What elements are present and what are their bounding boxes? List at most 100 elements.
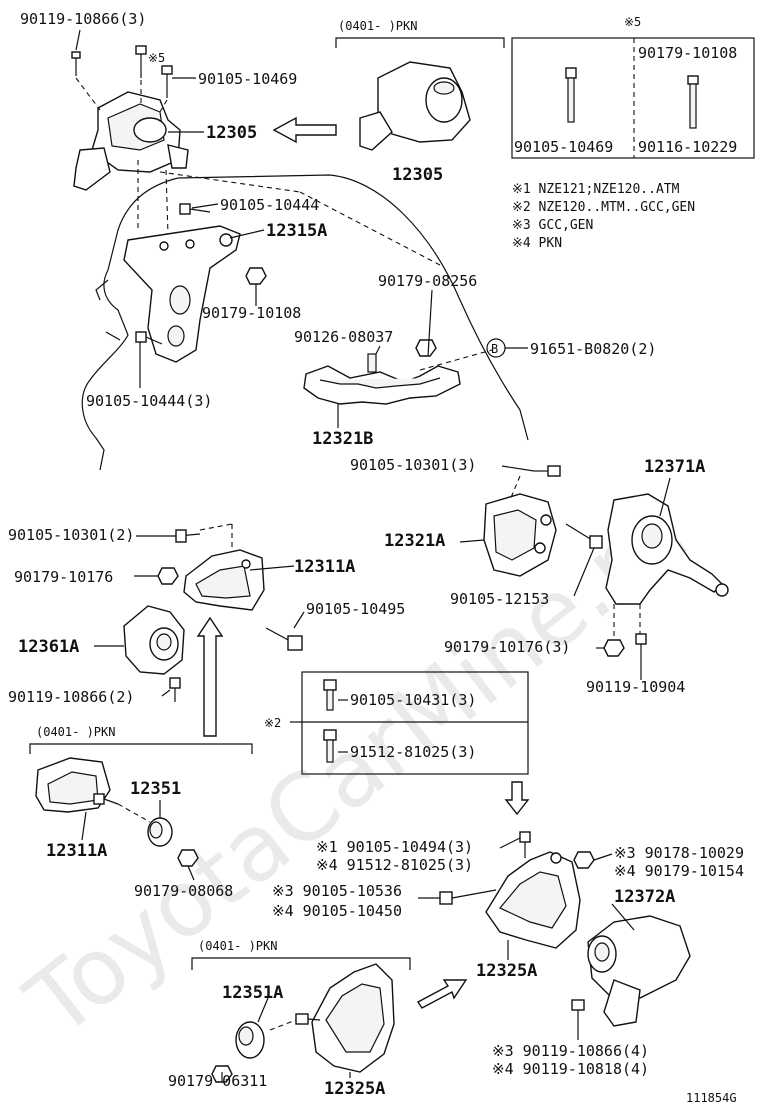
label-90119-10866-3: 90119-10866(3) [20, 10, 146, 28]
note5-box [511, 37, 755, 159]
label-90119-10818-4: ※4 90119-10818(4) [492, 1060, 649, 1078]
arrow-down-icon [504, 781, 530, 816]
pkn-bracket-1 [335, 37, 505, 48]
label-90105-10301-3: 90105-10301(3) [350, 456, 476, 474]
label-90105-10431-3: 90105-10431(3) [350, 691, 476, 709]
bolt-90105-10495-icon [265, 627, 303, 651]
arrow-left-icon [272, 116, 337, 144]
label-91512-81025-3a: 91512-81025(3) [350, 743, 476, 761]
label-91512-81025-3b: ※4 91512-81025(3) [316, 856, 473, 874]
arrow-diagonal-icon [416, 979, 468, 1009]
bolt-12311A-pkn-icon [93, 793, 119, 805]
label-90179-10108-a: 90179-10108 [638, 44, 737, 62]
bolt-90119-10904-icon [635, 633, 647, 662]
engine-block-outline-right [177, 174, 529, 441]
bolt-90119-10866-4-icon [571, 999, 585, 1028]
bolt-90105-10301-2-icon [175, 529, 201, 543]
stud-90126-08037-icon [367, 353, 377, 373]
bracket-12325A [485, 851, 581, 949]
label-90178-10029: ※3 90178-10029 [614, 844, 744, 862]
label-90105-10494-3: ※1 90105-10494(3) [316, 838, 473, 856]
label-pkn-range-1: (0401- )PKN [338, 19, 417, 33]
label-90179-10108-b: 90179-10108 [202, 304, 301, 322]
label-note5-small: ※5 [148, 51, 165, 65]
label-90105-10444-3: 90105-10444(3) [86, 392, 212, 410]
label-90105-10495: 90105-10495 [306, 600, 405, 618]
label-90179-10176-3: 90179-10176(3) [444, 638, 570, 656]
note-4: ※4 PKN [512, 236, 562, 251]
label-pkn-range-2: (0401- )PKN [36, 725, 115, 739]
label-90119-10866-4: ※3 90119-10866(4) [492, 1042, 649, 1060]
label-12311A-a: 12311A [294, 557, 355, 577]
label-90105-10469-a: 90105-10469 [198, 70, 297, 88]
mount-12361A [123, 605, 185, 675]
label-90179-08068: 90179-08068 [134, 882, 233, 900]
nut-90179-10176-icon [157, 567, 179, 585]
label-pkn-range-3: (0401- )PKN [198, 939, 277, 953]
callout-b: B [491, 342, 498, 356]
mount-12305-main [73, 91, 189, 191]
note-2: ※2 NZE120..MTM..GCC,GEN [512, 200, 695, 215]
label-12351A: 12351A [222, 983, 283, 1003]
nut-90179-10176-3-icon [603, 639, 625, 657]
label-12321A: 12321A [384, 531, 445, 551]
label-12325A-a: 12325A [476, 961, 537, 981]
bolt-90119-10866-2-icon [169, 677, 181, 702]
nut-90179-08256-icon [415, 339, 437, 357]
bolt-90105-10431-icon [323, 679, 337, 711]
arrow-up-icon [196, 616, 224, 737]
label-90126-08037: 90126-08037 [294, 328, 393, 346]
bracket-12321B [303, 365, 461, 405]
nut-90179-10108-icon [245, 267, 267, 285]
label-90119-10866-2: 90119-10866(2) [8, 688, 134, 706]
label-91651-B0820-2: 91651-B0820(2) [530, 340, 656, 358]
label-90179-06311: 90179-06311 [168, 1072, 267, 1090]
label-90105-10469-b: 90105-10469 [514, 138, 613, 156]
label-12315A: 12315A [266, 221, 327, 241]
label-note2: ※2 [264, 716, 281, 730]
label-90119-10904: 90119-10904 [586, 678, 685, 696]
bracket-12311A [183, 549, 265, 611]
label-12305-a: 12305 [206, 123, 257, 143]
label-90105-10444: 90105-10444 [220, 196, 319, 214]
label-12361A: 12361A [18, 637, 79, 657]
label-90105-10536: ※3 90105-10536 [272, 882, 402, 900]
bracket-12315A [123, 225, 241, 363]
engine-block-outline [81, 177, 179, 471]
bolt-90105-10536-icon [439, 889, 497, 905]
bolt-90105-10301-3-icon [534, 465, 561, 477]
pkn-bracket-2 [29, 743, 253, 754]
bolt-12325A-pkn-icon [295, 1013, 321, 1025]
mount-12372A [587, 915, 691, 1027]
bolt-90105-12153-icon [565, 523, 603, 549]
bolt-90119-10866-icon [71, 51, 81, 76]
bolt-90105-10469-icon [161, 65, 173, 98]
bolt-90105-10469-long-icon [565, 67, 577, 123]
label-90179-08256: 90179-08256 [378, 272, 477, 290]
bracket-12311A-pkn [35, 757, 111, 813]
engine-block-inner [95, 279, 121, 341]
bolt-90105-10494-icon [519, 831, 531, 858]
label-12321B: 12321B [312, 429, 373, 449]
label-90105-12153: 90105-12153 [450, 590, 549, 608]
bushing-12351A [235, 1021, 265, 1059]
label-90105-10450: ※4 90105-10450 [272, 902, 402, 920]
label-90116-10229: 90116-10229 [638, 138, 737, 156]
bolt-note5-icon [135, 45, 147, 78]
stud-90116-10229-icon [687, 75, 699, 129]
label-12311A-b: 12311A [46, 841, 107, 861]
figure-code: 111854G [686, 1091, 737, 1105]
label-90105-10301-2: 90105-10301(2) [8, 526, 134, 544]
mount-12305-pkn [359, 61, 471, 151]
note-3: ※3 GCC,GEN [512, 218, 593, 233]
label-12372A: 12372A [614, 887, 675, 907]
bushing-12351 [147, 817, 173, 847]
label-12325A-b: 12325A [324, 1079, 385, 1099]
bolt-91512-81025-icon [323, 729, 337, 763]
nut-90179-08068-icon [177, 849, 199, 867]
bracket-12321A [483, 493, 557, 577]
label-12371A: 12371A [644, 457, 705, 477]
nut-90178-10029-icon [573, 851, 595, 869]
label-12351: 12351 [130, 779, 181, 799]
